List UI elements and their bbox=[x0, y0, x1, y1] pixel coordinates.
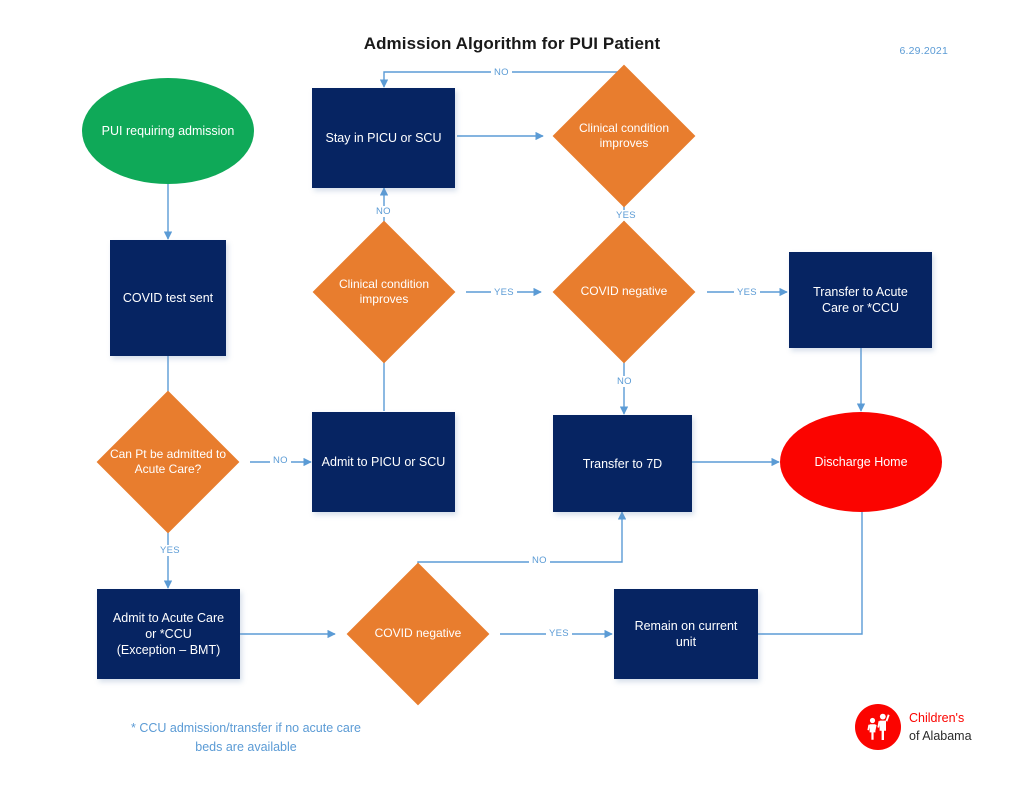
revision-date: 6.29.2021 bbox=[899, 45, 948, 57]
node-admit-to-acute-care[interactable]: Admit to Acute Care or *CCU (Exception –… bbox=[97, 589, 240, 679]
edge-label-covid-mid-no: NO bbox=[614, 376, 635, 387]
edge-label-clinical-top-no: NO bbox=[491, 67, 512, 78]
node-label: COVID negative bbox=[374, 626, 462, 641]
edge-label-covid-bottom-no: NO bbox=[529, 555, 550, 566]
logo-wordmark: Children's of Alabama bbox=[909, 709, 972, 746]
node-label: Admit to Acute Care or *CCU (Exception –… bbox=[112, 611, 225, 657]
edge-label-clinical-mid-yes: YES bbox=[491, 287, 517, 298]
childrens-of-alabama-logo: Children's of Alabama bbox=[855, 704, 972, 750]
edge-label-covid-bottom-yes: YES bbox=[546, 628, 572, 639]
node-remain-on-current-unit[interactable]: Remain on current unit bbox=[614, 589, 758, 679]
footnote-ccu-note: * CCU admission/transfer if no acute car… bbox=[131, 721, 361, 754]
node-label: Remain on current unit bbox=[634, 619, 738, 649]
node-can-pt-be-admitted-acute-care[interactable]: Can Pt be admitted to Acute Care? bbox=[85, 390, 251, 534]
node-transfer-to-acute-care[interactable]: Transfer to Acute Care or *CCU bbox=[789, 252, 932, 348]
node-covid-negative-mid[interactable]: COVID negative bbox=[541, 220, 707, 364]
node-admit-to-picu-or-scu[interactable]: Admit to PICU or SCU bbox=[312, 412, 455, 512]
node-label: Transfer to 7D bbox=[582, 456, 663, 471]
node-covid-test-sent[interactable]: COVID test sent bbox=[110, 240, 226, 356]
node-label: PUI requiring admission bbox=[101, 124, 235, 138]
node-label: COVID negative bbox=[580, 284, 668, 299]
node-label: Discharge Home bbox=[814, 455, 908, 469]
edge-label-can-pt-no: NO bbox=[270, 455, 291, 466]
node-label: Clinical condition improves bbox=[338, 276, 430, 306]
childrens-figures-icon bbox=[855, 704, 901, 750]
edge-label-clinical-mid-no: NO bbox=[373, 206, 394, 217]
node-label: Stay in PICU or SCU bbox=[325, 131, 442, 145]
edge-label-covid-mid-yes: YES bbox=[734, 287, 760, 298]
node-clinical-condition-improves-mid[interactable]: Clinical condition improves bbox=[301, 220, 467, 364]
page-title: Admission Algorithm for PUI Patient bbox=[363, 34, 661, 53]
edge-label-can-pt-yes: YES bbox=[157, 545, 183, 556]
node-clinical-condition-improves-top[interactable]: Clinical condition improves bbox=[541, 64, 707, 208]
node-label: Can Pt be admitted to Acute Care? bbox=[109, 446, 227, 476]
node-covid-negative-bottom[interactable]: COVID negative bbox=[335, 562, 501, 706]
logo-line-of-alabama: of Alabama bbox=[909, 729, 972, 743]
node-discharge-home[interactable]: Discharge Home bbox=[780, 412, 942, 512]
node-stay-in-picu-or-scu[interactable]: Stay in PICU or SCU bbox=[312, 88, 455, 188]
node-label: COVID test sent bbox=[122, 291, 214, 305]
node-transfer-to-7d[interactable]: Transfer to 7D bbox=[553, 415, 692, 512]
logo-line-childrens: Children's bbox=[909, 710, 965, 725]
node-pui-requiring-admission[interactable]: PUI requiring admission bbox=[82, 78, 254, 184]
edge-label-clinical-top-yes: YES bbox=[613, 210, 639, 221]
node-label: Clinical condition improves bbox=[578, 120, 670, 150]
node-label: Admit to PICU or SCU bbox=[321, 455, 446, 469]
node-label: Transfer to Acute Care or *CCU bbox=[813, 285, 908, 315]
